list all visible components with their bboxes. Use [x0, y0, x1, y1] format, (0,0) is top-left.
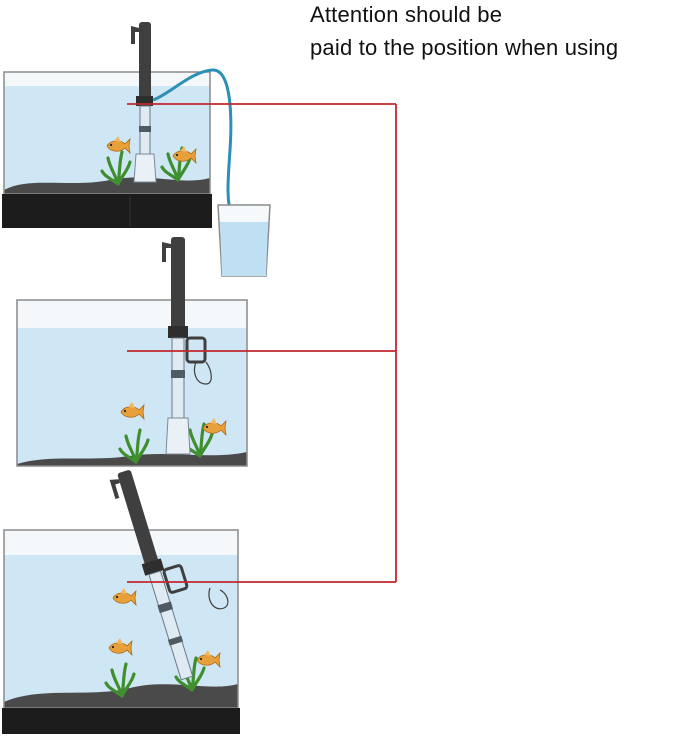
gravel-siphon-icon	[131, 22, 157, 183]
tank-water	[17, 328, 247, 464]
water-bucket-icon	[217, 204, 271, 277]
tank-base	[2, 708, 240, 734]
aquarium-tank-bottom	[2, 529, 240, 734]
instruction-caption-line-1: Attention should be	[310, 2, 503, 27]
tank-base	[2, 194, 212, 228]
tank-air-gap	[4, 72, 210, 86]
tank-glass	[16, 299, 248, 467]
tank-water	[4, 555, 238, 705]
gravel-siphon-icon	[109, 470, 194, 681]
aquarium-tank-top	[2, 71, 212, 228]
gravel-siphon-icon	[162, 237, 212, 455]
tank-air-gap	[4, 530, 238, 555]
instruction-caption-line-2: paid to the position when using	[310, 35, 619, 60]
water-level-guide-lines	[127, 103, 397, 583]
aquarium-tank-middle	[16, 299, 248, 467]
siphon-hose	[152, 68, 234, 219]
tank-gravel	[4, 177, 210, 194]
tank-air-gap	[17, 300, 247, 328]
siphon-hose	[208, 587, 229, 610]
